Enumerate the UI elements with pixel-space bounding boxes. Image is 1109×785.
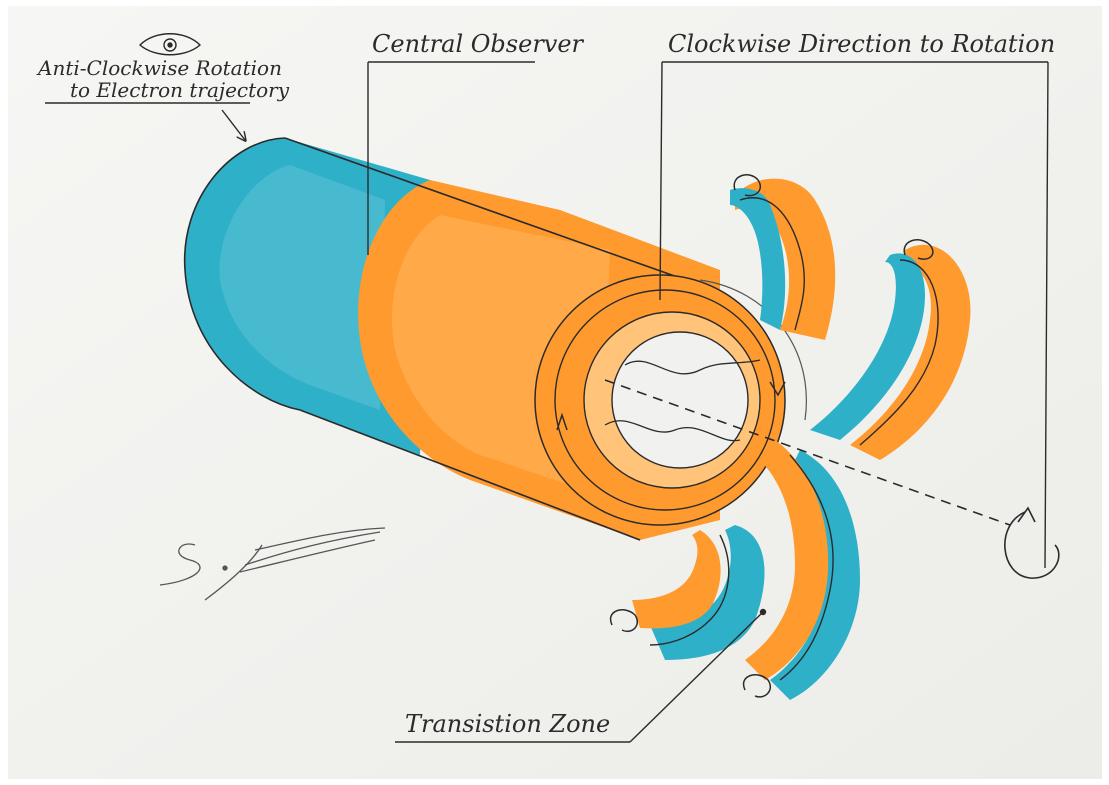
electron-trajectory-label: to Electron trajectory (70, 78, 290, 102)
clockwise-direction-label: Clockwise Direction to Rotation (668, 30, 1055, 58)
anti-clockwise-label: Anti-Clockwise Rotation (36, 56, 282, 80)
transition-zone-label: Transistion Zone (405, 710, 610, 738)
central-observer-label: Central Observer (372, 30, 585, 58)
